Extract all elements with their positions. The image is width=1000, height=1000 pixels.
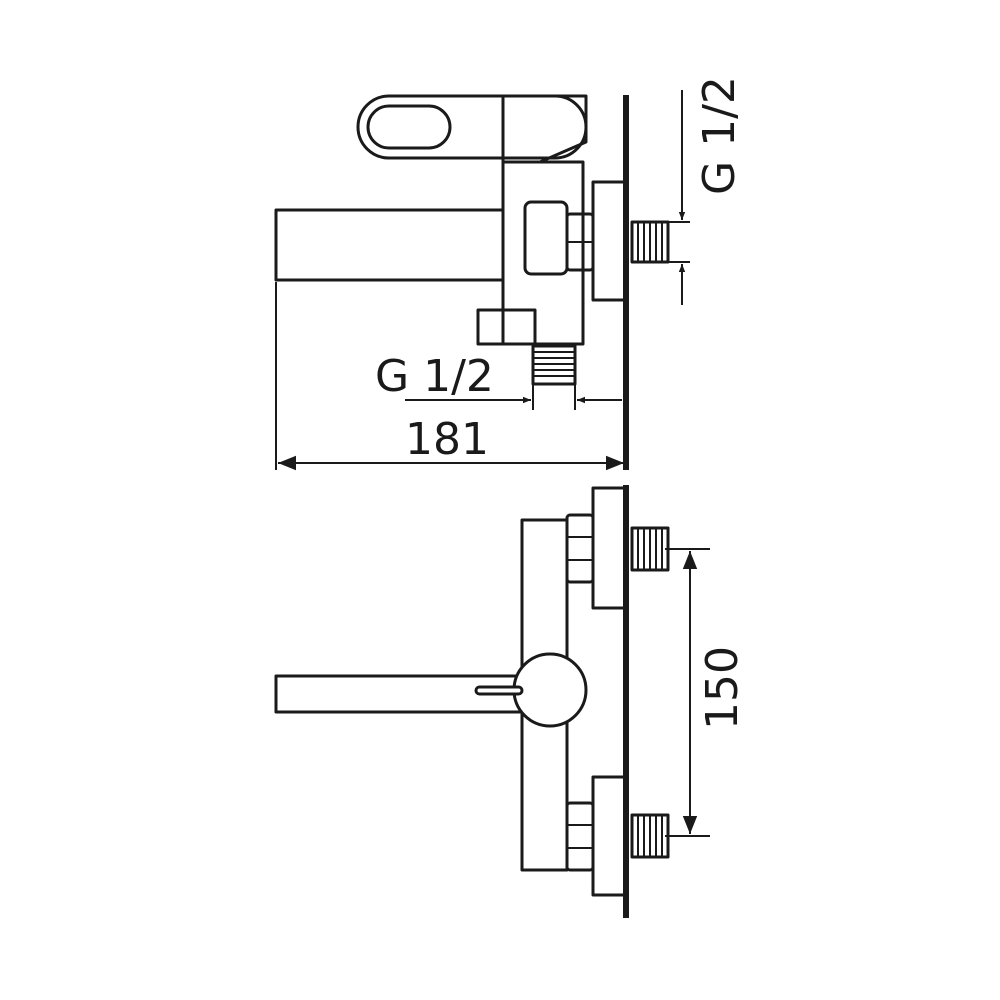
wall-flange-side (591, 180, 628, 302)
center-distance-label: 150 (697, 646, 748, 730)
inlet-thread-side (630, 220, 670, 264)
projection-label: 181 (405, 414, 489, 465)
cartridge-cap-side (501, 94, 588, 164)
lever-stub-front (474, 685, 524, 696)
outlet-thread-label: G 1/2 (375, 351, 494, 402)
front-view (274, 485, 670, 918)
union-nut-top-front (565, 513, 595, 584)
inlet-thread-label: G 1/2 (694, 76, 745, 195)
side-view (274, 94, 670, 470)
lever-handle-side (356, 94, 588, 160)
union-nut-side (523, 200, 595, 276)
mixer-body-side (501, 160, 585, 346)
wall-flange-top-front (591, 486, 628, 610)
spout-side (274, 208, 505, 282)
front-view-dimensions (665, 548, 710, 837)
handle-knob-front (512, 652, 588, 728)
side-view-dimensions (275, 90, 690, 471)
inlet-thread-top-front (630, 526, 670, 572)
union-nut-bottom-front (565, 801, 595, 872)
diverter-knob-side (476, 308, 537, 346)
wall-flange-bottom-front (591, 775, 628, 897)
outlet-thread-side (531, 344, 577, 386)
inlet-thread-bottom-front (630, 813, 670, 859)
